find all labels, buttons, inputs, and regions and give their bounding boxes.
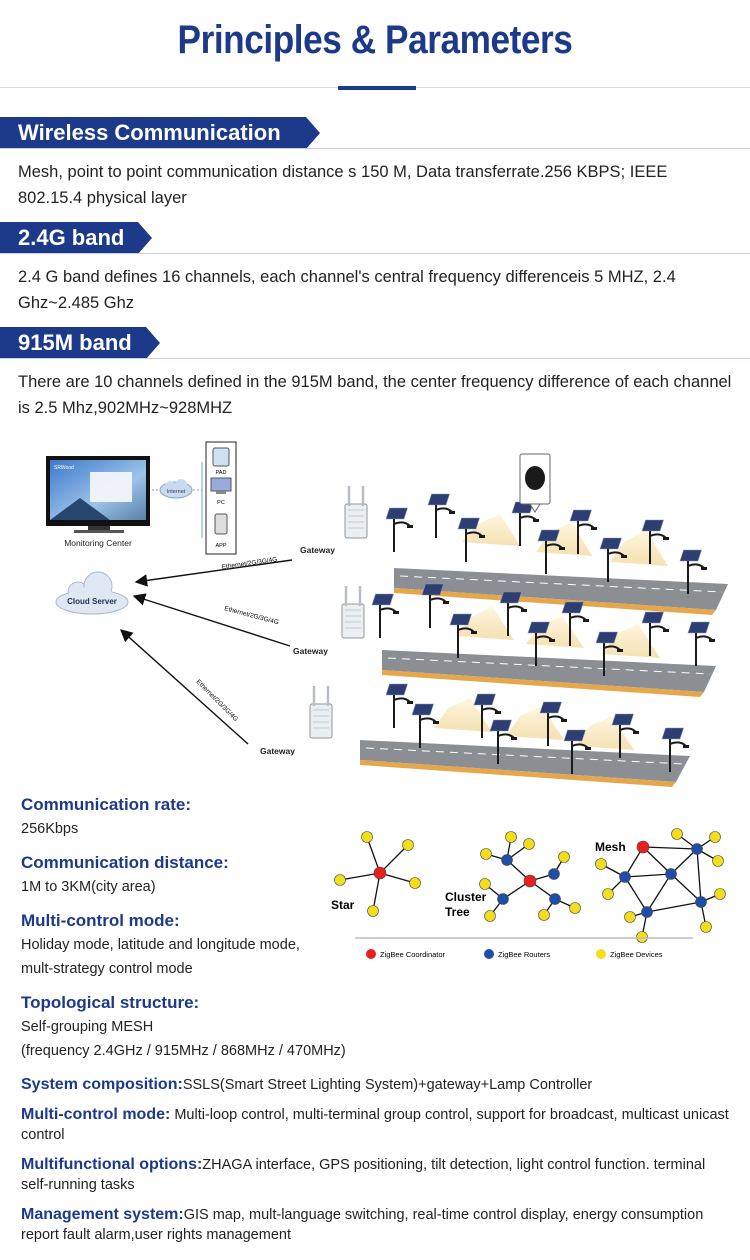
- section-text-915m: There are 10 channels defined in the 915…: [18, 373, 732, 417]
- legend-router-label: ZigBee Routers: [498, 950, 550, 959]
- road-scene: [370, 583, 716, 697]
- feature-text: GIS map, mult-language switching, real-t…: [21, 1207, 704, 1243]
- link-label: Ethernet/2G/3G/4G: [221, 556, 277, 571]
- topology-diagram: Star Cluster Tree Mesh ZigBee Coordinato…: [325, 822, 745, 970]
- feature-label: Management system:: [21, 1206, 184, 1223]
- spec-value-topology-1: Self-grouping MESH: [21, 1019, 154, 1035]
- gateway-icon: [343, 484, 369, 540]
- legend-router-dot: [484, 949, 494, 959]
- topology-cluster-label: Cluster: [445, 890, 487, 904]
- section-heading-2-4g: 2.4G band: [0, 222, 152, 254]
- legend-coordinator-dot: [366, 949, 376, 959]
- feature-multi-control: Multi-control mode: Multi-loop control, …: [21, 1105, 731, 1145]
- section-rule: [0, 148, 750, 149]
- spec-label-control-mode: Multi-control mode:: [21, 911, 180, 930]
- topology-star-label: Star: [331, 898, 355, 912]
- cloud-server-label: Cloud Server: [67, 597, 117, 606]
- spec-value-distance: 1M to 3KM(city area): [21, 879, 156, 895]
- gateway-label: Gateway: [260, 746, 295, 756]
- road-scene: [384, 453, 728, 615]
- topology-tree-label: Tree: [445, 905, 470, 919]
- road-scene: [360, 683, 690, 787]
- section-rule: [0, 253, 750, 254]
- section-text-wireless: Mesh, point to point communication dista…: [18, 163, 668, 207]
- monitor-icon: [46, 456, 150, 533]
- legend-device-dot: [596, 949, 606, 959]
- spec-value-control-mode-1: Holiday mode, latitude and longitude mod…: [21, 937, 300, 953]
- gateway-icon: [308, 684, 334, 740]
- gateway-label: Gateway: [300, 545, 335, 555]
- internet-label: Internet: [167, 489, 186, 495]
- feature-label: Multi-control mode:: [21, 1106, 171, 1123]
- section-heading-915m: 915M band: [0, 327, 160, 359]
- spec-label-rate: Communication rate:: [21, 795, 192, 814]
- feature-text: Multi-loop control, multi-terminal group…: [21, 1107, 729, 1143]
- cloud-server-icon: [55, 571, 129, 615]
- section-text-2-4g: 2.4 G band defines 16 channels, each cha…: [18, 268, 676, 312]
- gateway-label: Gateway: [293, 646, 328, 656]
- gateway-icon: [340, 584, 366, 640]
- feature-text: ZHAGA interface, GPS positioning, tilt d…: [21, 1157, 706, 1193]
- device-column: [205, 441, 237, 555]
- feature-multifunctional: Multifunctional options:ZHAGA interface,…: [21, 1155, 731, 1195]
- screen-logo: SRWood: [54, 465, 74, 471]
- internet-cloud-icon: [159, 479, 193, 499]
- monitoring-center-label: Monitoring Center: [64, 538, 132, 548]
- spec-value-topology-2: (frequency 2.4GHz / 915MHz / 868MHz / 47…: [21, 1043, 346, 1059]
- spec-value-control-mode-2: mult-strategy control mode: [21, 961, 193, 977]
- legend-coordinator-label: ZigBee Coordinator: [380, 950, 446, 959]
- spec-value-rate: 256Kbps: [21, 821, 79, 837]
- section-rule: [0, 358, 750, 359]
- device-pad-label: PAD: [216, 470, 227, 476]
- topology-mesh-label: Mesh: [595, 840, 626, 854]
- feature-label: System composition:: [21, 1076, 183, 1093]
- device-pc-label: PC: [217, 500, 225, 506]
- link-label: Ethernet/2G/3G/4G: [223, 605, 279, 626]
- title-underline: [338, 86, 416, 90]
- legend-device-label: ZigBee Devices: [610, 950, 663, 959]
- device-app-label: APP: [215, 543, 226, 549]
- spec-label-distance: Communication distance:: [21, 853, 229, 872]
- page-title: Principles & Parameters: [177, 18, 573, 62]
- feature-system-composition: System composition:SSLS(Smart Street Lig…: [21, 1075, 731, 1095]
- spec-label-topology: Topological structure:: [21, 993, 200, 1012]
- feature-text: SSLS(Smart Street Lighting System)+gatew…: [182, 1077, 593, 1093]
- system-diagram: SRWood Monitoring Center Internet PAD PC…: [0, 438, 750, 800]
- feature-management-system: Management system:GIS map, mult-language…: [21, 1205, 731, 1245]
- section-heading-wireless: Wireless Communication: [0, 117, 320, 149]
- feature-label: Multifunctional options:: [21, 1156, 203, 1173]
